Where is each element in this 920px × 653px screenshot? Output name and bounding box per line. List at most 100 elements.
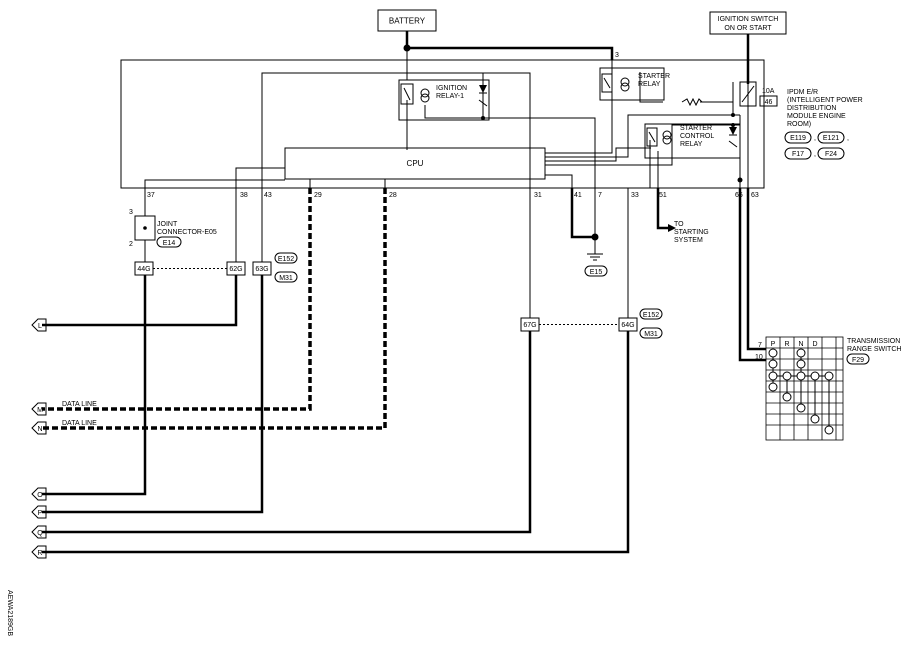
- svg-text:,: ,: [847, 135, 849, 142]
- ipdm-connector-3: F17: [792, 151, 804, 158]
- to-starting-3: SYSTEM: [674, 237, 703, 244]
- trs-col-n: N: [798, 341, 803, 348]
- battery-feed: 3: [403, 31, 619, 80]
- svg-text:P: P: [38, 510, 43, 517]
- trs-pin-7: 7: [758, 342, 762, 349]
- starter-relay: STARTER RELAY: [599, 67, 670, 101]
- harness-ref-b-bottom: M31: [644, 331, 658, 338]
- trs-title-1: TRANSMISSION: [847, 338, 900, 345]
- pin-41: 41: [574, 192, 582, 199]
- ipdm-title-4: MODULE ENGINE: [787, 113, 846, 120]
- ignition-switch-box: IGNITION SWITCH ON OR START: [709, 11, 787, 35]
- harness-ref-b-top: E152: [643, 312, 659, 319]
- trs-col-p: P: [771, 341, 776, 348]
- harness-ref-a-bottom: M31: [279, 275, 293, 282]
- trs-grid: P R N D: [765, 336, 844, 441]
- pin-43: 43: [264, 192, 272, 199]
- fuse-10a: 10A 46: [739, 81, 778, 107]
- terminal-o: O: [31, 487, 47, 501]
- joint-pin-top: 3: [129, 209, 133, 216]
- ignition-switch-line1: IGNITION SWITCH: [718, 16, 779, 23]
- trs-label: TRANSMISSION RANGE SWITCH F29: [846, 338, 901, 365]
- terminal-m: M: [31, 402, 47, 416]
- to-starting-system: TO STARTING SYSTEM: [656, 188, 709, 244]
- splice-row-2: 67G 64G E152 M31: [520, 308, 663, 339]
- svg-text:O: O: [37, 492, 43, 499]
- svg-text:,: ,: [814, 151, 816, 158]
- to-starting-2: STARTING: [674, 229, 709, 236]
- pin-29: 29: [314, 192, 322, 199]
- trs-title-2: RANGE SWITCH: [847, 346, 901, 353]
- svg-text:R: R: [37, 550, 42, 557]
- fuse-number: 46: [765, 99, 773, 106]
- data-line-label-m: DATA LINE: [62, 401, 97, 408]
- svg-text:M: M: [37, 407, 43, 414]
- trs-col-r: R: [784, 341, 789, 348]
- pin-3-label: 3: [615, 52, 619, 59]
- figure-id: AEWA2189GB: [6, 590, 13, 636]
- svg-text:Q: Q: [37, 530, 43, 537]
- terminal-q: Q: [31, 525, 47, 539]
- terminal-n: N: [31, 421, 47, 435]
- terminal-r: R: [31, 545, 47, 559]
- joint-connector-ref: E14: [163, 240, 176, 247]
- ignition-relay-label2: RELAY-1: [436, 93, 464, 100]
- ipdm-box: [120, 59, 765, 189]
- pin-51: 51: [659, 192, 667, 199]
- ground-symbol: E15: [570, 188, 608, 277]
- trs-pin-10: 10: [755, 354, 763, 361]
- starter-control-relay-label3: RELAY: [680, 141, 703, 148]
- terminal-p: P: [31, 505, 47, 519]
- pin-37: 37: [147, 192, 155, 199]
- svg-text:,: ,: [814, 135, 816, 142]
- ipdm-title-1: IPDM E/R: [787, 89, 818, 96]
- cpu-block: CPU: [284, 147, 546, 180]
- splice-row-1: 44G 62G 63G E152 M31: [134, 252, 298, 283]
- trs-connector: F29: [852, 357, 864, 364]
- starter-control-relay: STARTER CONTROL RELAY: [644, 123, 741, 159]
- ipdm-connector-1: E119: [790, 135, 806, 142]
- joint-label-1: JOINT: [157, 221, 178, 228]
- starter-relay-label2: RELAY: [638, 81, 661, 88]
- joint-connector: 3 2 JOINT CONNECTOR-E05 E14: [129, 188, 217, 262]
- ipdm-title-5: ROOM): [787, 121, 811, 128]
- fuse-amps: 10A: [762, 88, 775, 95]
- cpu-label: CPU: [407, 159, 424, 168]
- terminal-l: L: [31, 318, 47, 332]
- splice-62g: 62G: [229, 266, 242, 273]
- pin-38: 38: [240, 192, 248, 199]
- pin-63: 63: [751, 192, 759, 199]
- pin-28: 28: [389, 192, 397, 199]
- ground-connector: E15: [590, 269, 603, 276]
- ipdm-connector-2: E121: [823, 135, 839, 142]
- ipdm-connector-4: F24: [825, 151, 837, 158]
- svg-text:L: L: [38, 323, 42, 330]
- ipdm-internal-wiring: [144, 34, 750, 188]
- trs-col-d: D: [812, 341, 817, 348]
- splice-67g: 67G: [523, 322, 536, 329]
- lower-wiring: [42, 188, 630, 554]
- ignition-switch-line2: ON OR START: [724, 25, 772, 32]
- svg-text:N: N: [37, 426, 42, 433]
- battery-label: BATTERY: [389, 17, 426, 26]
- ipdm-title-2: (INTELLIGENT POWER: [787, 97, 863, 104]
- data-line-label-n: DATA LINE: [62, 420, 97, 427]
- starter-control-relay-label2: CONTROL: [680, 133, 714, 140]
- pin-7: 7: [598, 192, 602, 199]
- starter-relay-label1: STARTER: [638, 73, 670, 80]
- ignition-relay-label1: IGNITION: [436, 85, 467, 92]
- ignition-relay: IGNITION RELAY-1: [398, 79, 490, 121]
- starter-control-relay-label1: STARTER: [680, 125, 712, 132]
- harness-ref-a-top: E152: [278, 256, 294, 263]
- ipdm-title-3: DISTRIBUTION: [787, 105, 836, 112]
- joint-label-2: CONNECTOR-E05: [157, 229, 217, 236]
- pin-labels: 37 38 43 29 28 31 41 7 33 51 66 63: [147, 192, 759, 199]
- pin-31: 31: [534, 192, 542, 199]
- ipdm-label: IPDM E/R (INTELLIGENT POWER DISTRIBUTION…: [784, 89, 863, 160]
- pin-33: 33: [631, 192, 639, 199]
- battery-box: BATTERY: [377, 9, 437, 32]
- splice-63g: 63G: [255, 266, 268, 273]
- splice-64g: 64G: [621, 322, 634, 329]
- joint-pin-bottom: 2: [129, 241, 133, 248]
